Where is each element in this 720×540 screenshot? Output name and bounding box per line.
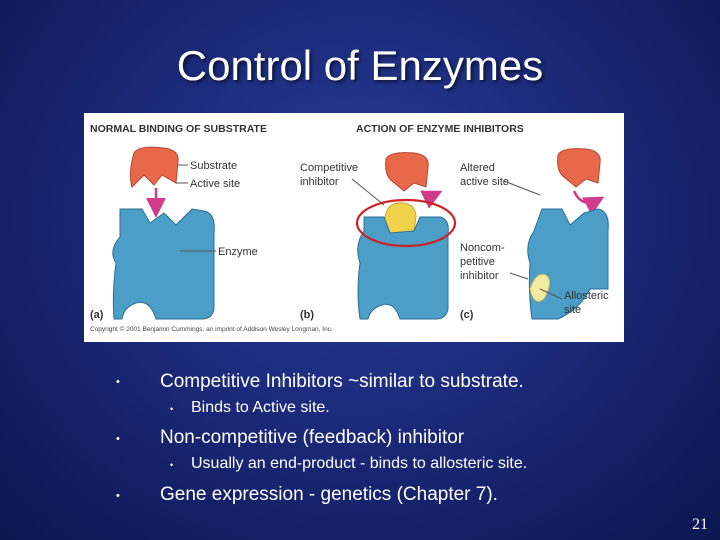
competitive-inhibitor-shape — [384, 202, 417, 236]
label-enzyme: Enzyme — [218, 246, 258, 258]
sub-bullet-allosteric: Usually an end-product - binds to allost… — [191, 455, 528, 472]
substrate-shape-c — [557, 148, 601, 188]
bullet-marker: • — [116, 376, 120, 388]
sub-bullet-active-site: Binds to Active site. — [191, 399, 330, 416]
bullet-marker: • — [170, 404, 174, 414]
leader-noncompetitive — [509, 272, 529, 280]
noncompetitive-inhibitor-shape — [529, 273, 550, 302]
label-noncomp-3: inhibitor — [460, 270, 499, 282]
bullet-marker: • — [116, 490, 120, 502]
label-active-site: Active site — [190, 178, 240, 190]
label-noncomp-1: Noncom- — [460, 242, 505, 254]
header-enzyme-inhibitors: ACTION OF ENZYME INHIBITORS — [356, 123, 524, 135]
panel-label-c: (c) — [460, 309, 474, 321]
enzyme-inhibition-figure: NORMAL BINDING OF SUBSTRATE ACTION OF EN… — [84, 113, 624, 342]
leader-altered — [503, 180, 541, 196]
substrate-shape-a — [129, 146, 179, 188]
label-competitive-2: inhibitor — [300, 176, 339, 188]
slide-title: Control of Enzymes — [176, 42, 544, 89]
blocked-arrow-b — [420, 189, 443, 209]
panel-label-a: (a) — [90, 309, 104, 321]
copyright-text: Copyright © 2001 Benjamin Cummings, an i… — [90, 325, 333, 333]
label-altered-1: Altered — [460, 162, 495, 174]
panel-label-b: (b) — [300, 309, 314, 321]
header-normal-binding: NORMAL BINDING OF SUBSTRATE — [90, 123, 267, 135]
enzyme-shape-c — [527, 208, 609, 320]
enzyme-shape-b — [357, 216, 449, 320]
label-allosteric-1: Allosteric — [564, 290, 609, 302]
bullet-noncompetitive: Non-competitive (feedback) inhibitor — [160, 427, 465, 448]
page-number: 21 — [692, 516, 708, 533]
bullet-competitive: Competitive Inhibitors ~similar to subst… — [160, 371, 524, 392]
leader-allosteric — [539, 288, 563, 300]
label-altered-2: active site — [460, 176, 509, 188]
label-competitive-1: Competitive — [300, 162, 358, 174]
substrate-shape-b — [385, 152, 429, 192]
label-noncomp-2: petitive — [460, 256, 495, 268]
enzyme-shape-a — [112, 208, 215, 320]
highlight-circle — [355, 198, 457, 248]
label-substrate: Substrate — [190, 160, 237, 172]
figure-svg: NORMAL BINDING OF SUBSTRATE ACTION OF EN… — [90, 123, 609, 333]
bullet-gene-expression: Gene expression - genetics (Chapter 7). — [160, 484, 498, 505]
label-allosteric-2: site — [564, 304, 581, 316]
leader-competitive — [351, 178, 385, 206]
bullet-marker: • — [170, 460, 174, 470]
bullet-marker: • — [116, 433, 120, 445]
deflected-arrow-c — [572, 190, 605, 216]
